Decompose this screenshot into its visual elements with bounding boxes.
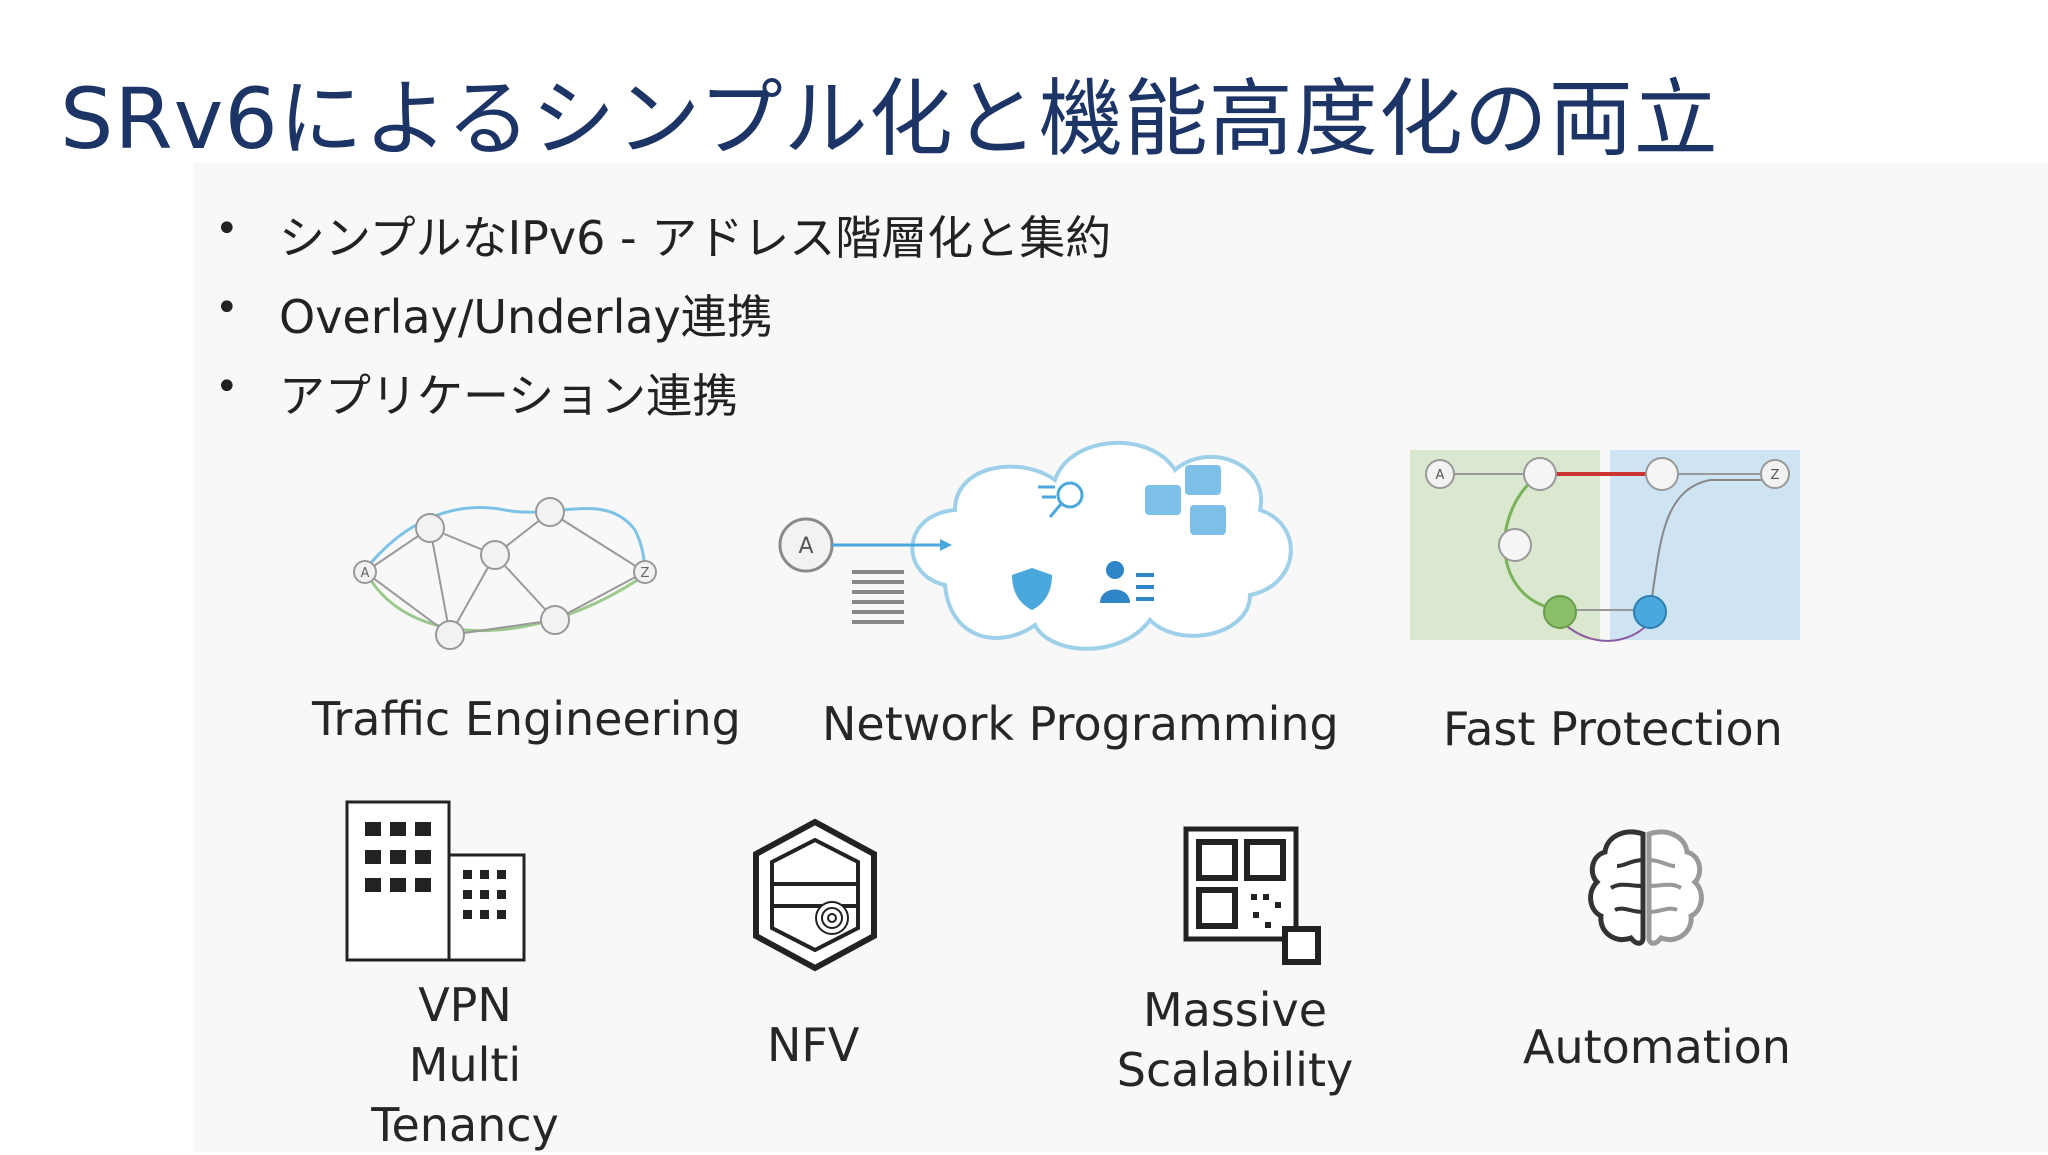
bullet-text: Overlay/Underlay連携 — [279, 290, 773, 344]
bullet-item: • アプリケーション連携 — [215, 360, 1111, 439]
bullet-item: • シンプルなIPv6 - アドレス階層化と集約 — [215, 202, 1111, 281]
bullet-dot: • — [215, 206, 239, 252]
te-node-z: Z — [641, 566, 650, 581]
brain-icon — [1588, 829, 1704, 946]
scalability-line2: Scalability — [1116, 1043, 1354, 1097]
bullet-list: • シンプルなIPv6 - アドレス階層化と集約 • Overlay/Underla… — [215, 202, 1111, 439]
fast-protection-label: Fast Protection — [1443, 702, 1783, 756]
vpn-label: VPN Multi Tenancy — [315, 975, 615, 1155]
np-node-a: A — [798, 534, 813, 559]
bullet-text: アプリケーション連携 — [279, 369, 739, 423]
scalability-label: Massive Scalability — [1085, 980, 1385, 1100]
fp-node-z: Z — [1771, 468, 1780, 483]
qr-code-icon — [1183, 826, 1321, 965]
secure-server-icon — [753, 818, 877, 972]
bullet-dot: • — [215, 364, 239, 410]
bullet-dot: • — [215, 285, 239, 331]
vpn-line2: Multi Tenancy — [371, 1038, 559, 1152]
network-programming-label: Network Programming — [822, 697, 1339, 751]
te-node-a: A — [361, 566, 370, 581]
nfv-label: NFV — [767, 1018, 860, 1072]
scalability-line1: Massive — [1142, 983, 1328, 1037]
slide-title: SRv6によるシンプル化と機能高度化の両立 — [60, 70, 1719, 168]
automation-label: Automation — [1523, 1020, 1791, 1074]
bullet-text: シンプルなIPv6 - アドレス階層化と集約 — [279, 211, 1112, 265]
content-panel — [193, 163, 2048, 1152]
buildings-icon — [345, 800, 526, 962]
traffic-engineering-diagram: A Z — [353, 497, 657, 650]
network-programming-diagram: A — [778, 440, 1293, 651]
fp-node-a: A — [1436, 468, 1445, 483]
bullet-item: • Overlay/Underlay連携 — [215, 281, 1111, 360]
fast-protection-diagram: A Z — [1410, 450, 1800, 642]
traffic-engineering-label: Traffic Engineering — [312, 692, 741, 746]
vpn-line1: VPN — [418, 978, 512, 1032]
